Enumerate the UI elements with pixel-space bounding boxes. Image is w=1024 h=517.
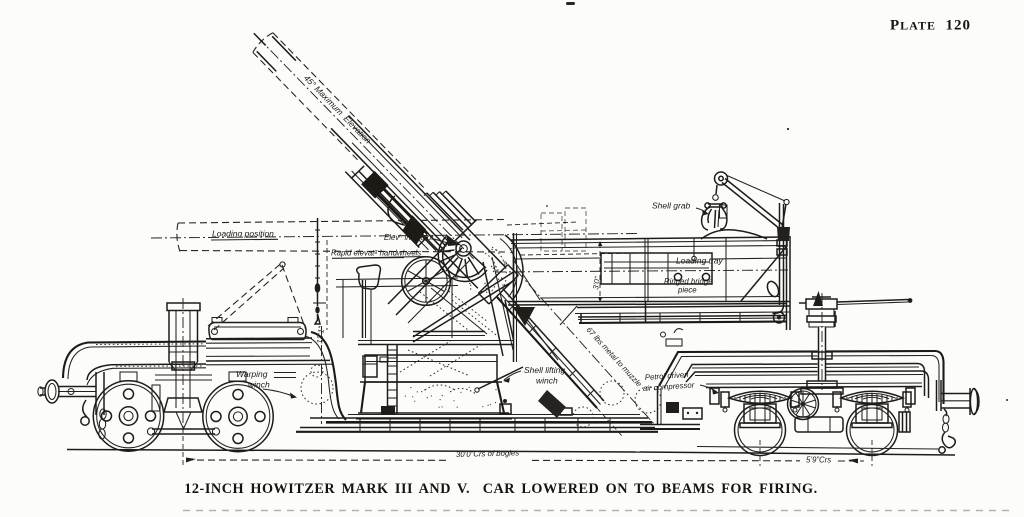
svg-text:air compressor: air compressor: [643, 380, 695, 393]
svg-text:5’9”Crs: 5’9”Crs: [806, 456, 831, 465]
svg-text:winch: winch: [248, 380, 270, 390]
svg-text:Ringed bridge: Ringed bridge: [664, 277, 713, 286]
svg-text:piece: piece: [677, 286, 697, 295]
svg-text:Elevr. indicator: Elevr. indicator: [384, 233, 434, 242]
svg-text:PLATE 120: PLATE 120: [890, 18, 971, 34]
svg-text:Loading position: Loading position: [212, 229, 274, 239]
svg-text:12-INCH HOWITZER MARK III AND: 12-INCH HOWITZER MARK III AND V. CAR LOW…: [184, 481, 817, 497]
svg-text:Rapid elevatg handwheels: Rapid elevatg handwheels: [331, 249, 421, 258]
svg-text:winch: winch: [536, 376, 558, 386]
svg-text:30’0”Crs of bogies: 30’0”Crs of bogies: [456, 448, 520, 459]
svg-text:12’1”: 12’1”: [315, 326, 326, 345]
svg-text:Shell lifting: Shell lifting: [524, 365, 565, 375]
svg-text:Warping: Warping: [236, 369, 268, 379]
svg-text:Shell grab: Shell grab: [652, 201, 691, 211]
svg-text:Loading tray: Loading tray: [676, 256, 724, 266]
svg-text:Petrol driven: Petrol driven: [645, 370, 689, 382]
svg-text:3’0”: 3’0”: [591, 276, 602, 291]
